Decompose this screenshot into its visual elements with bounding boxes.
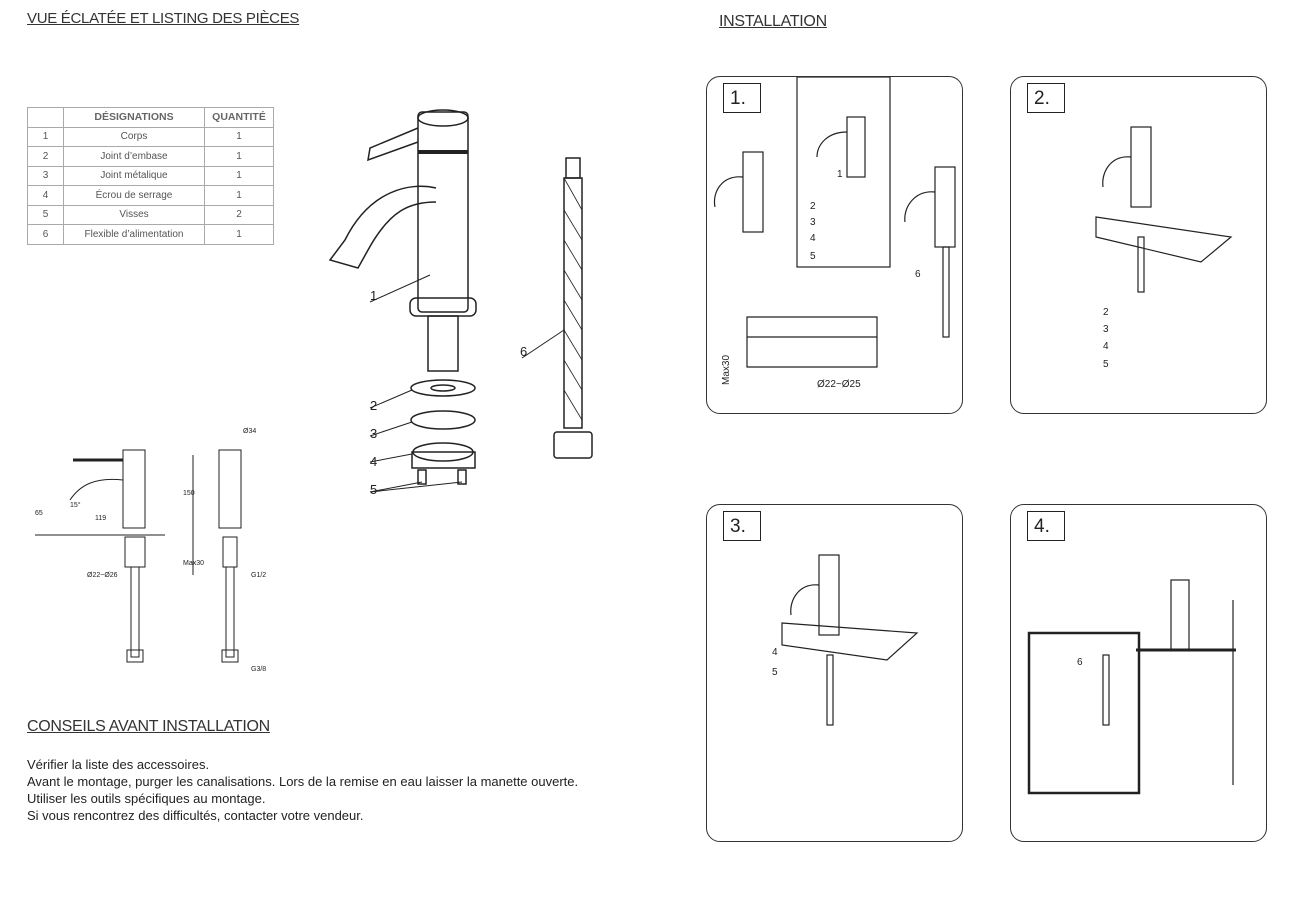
svg-text:G3/8: G3/8 [251, 666, 266, 673]
step-number: 3. [723, 511, 761, 541]
svg-text:2: 2 [1103, 307, 1109, 318]
svg-text:3: 3 [810, 217, 816, 228]
step-number: 2. [1027, 83, 1065, 113]
installation-title: INSTALLATION [719, 13, 827, 30]
step-2-panel: 2. 2 3 4 5 [1010, 76, 1267, 414]
label-4: 4 [370, 454, 377, 469]
label-5: 5 [370, 482, 377, 497]
label-6: 6 [520, 344, 527, 359]
svg-text:1: 1 [837, 169, 843, 180]
svg-text:2: 2 [810, 201, 816, 212]
svg-text:3: 3 [1103, 324, 1109, 335]
label-2: 2 [370, 398, 377, 413]
svg-text:G1/2: G1/2 [251, 572, 266, 579]
parts-title: VUE ÉCLATÉE ET LISTING DES PIÈCES [27, 10, 300, 27]
svg-text:4: 4 [1103, 341, 1109, 352]
header-designations: DÉSIGNATIONS [63, 107, 205, 128]
svg-text:Max30: Max30 [183, 560, 204, 567]
svg-text:5: 5 [1103, 359, 1109, 370]
step-4-panel: 4. 6 [1010, 504, 1267, 842]
step-number: 4. [1027, 511, 1065, 541]
svg-text:15°: 15° [70, 501, 81, 509]
svg-text:150: 150 [183, 490, 195, 497]
svg-text:6: 6 [1077, 657, 1083, 668]
svg-text:5: 5 [810, 251, 816, 262]
header-quantite: QUANTITÉ [204, 107, 274, 128]
dimension-drawing: 65 119 15° Ø34 150 Max30 Ø22~Ø26 G1/2 G3… [35, 428, 266, 673]
label-3: 3 [370, 426, 377, 441]
exploded-view-drawing: 1 2 3 4 5 6 [328, 109, 593, 497]
svg-text:Max30: Max30 [721, 355, 732, 385]
svg-text:5: 5 [772, 667, 778, 678]
svg-text:65: 65 [35, 510, 43, 517]
svg-text:Ø22~Ø25: Ø22~Ø25 [817, 379, 861, 390]
step-number: 1. [723, 83, 761, 113]
svg-text:Ø22~Ø26: Ø22~Ø26 [87, 572, 118, 579]
advice-list: Vérifier la liste des accessoires. Avant… [27, 757, 579, 823]
svg-text:Ø34: Ø34 [243, 428, 256, 435]
step-1-panel: 1. 1 2 3 4 5 6 Max30 Ø22~Ø25 [706, 76, 963, 414]
advice-title: CONSEILS AVANT INSTALLATION [27, 718, 270, 735]
svg-text:119: 119 [95, 515, 106, 522]
svg-text:4: 4 [772, 647, 778, 658]
step-3-panel: 3. 4 5 [706, 504, 963, 842]
label-1: 1 [370, 288, 377, 303]
svg-text:6: 6 [915, 269, 921, 280]
table-header: DÉSIGNATIONS QUANTITÉ [27, 107, 274, 128]
svg-text:4: 4 [810, 233, 816, 244]
